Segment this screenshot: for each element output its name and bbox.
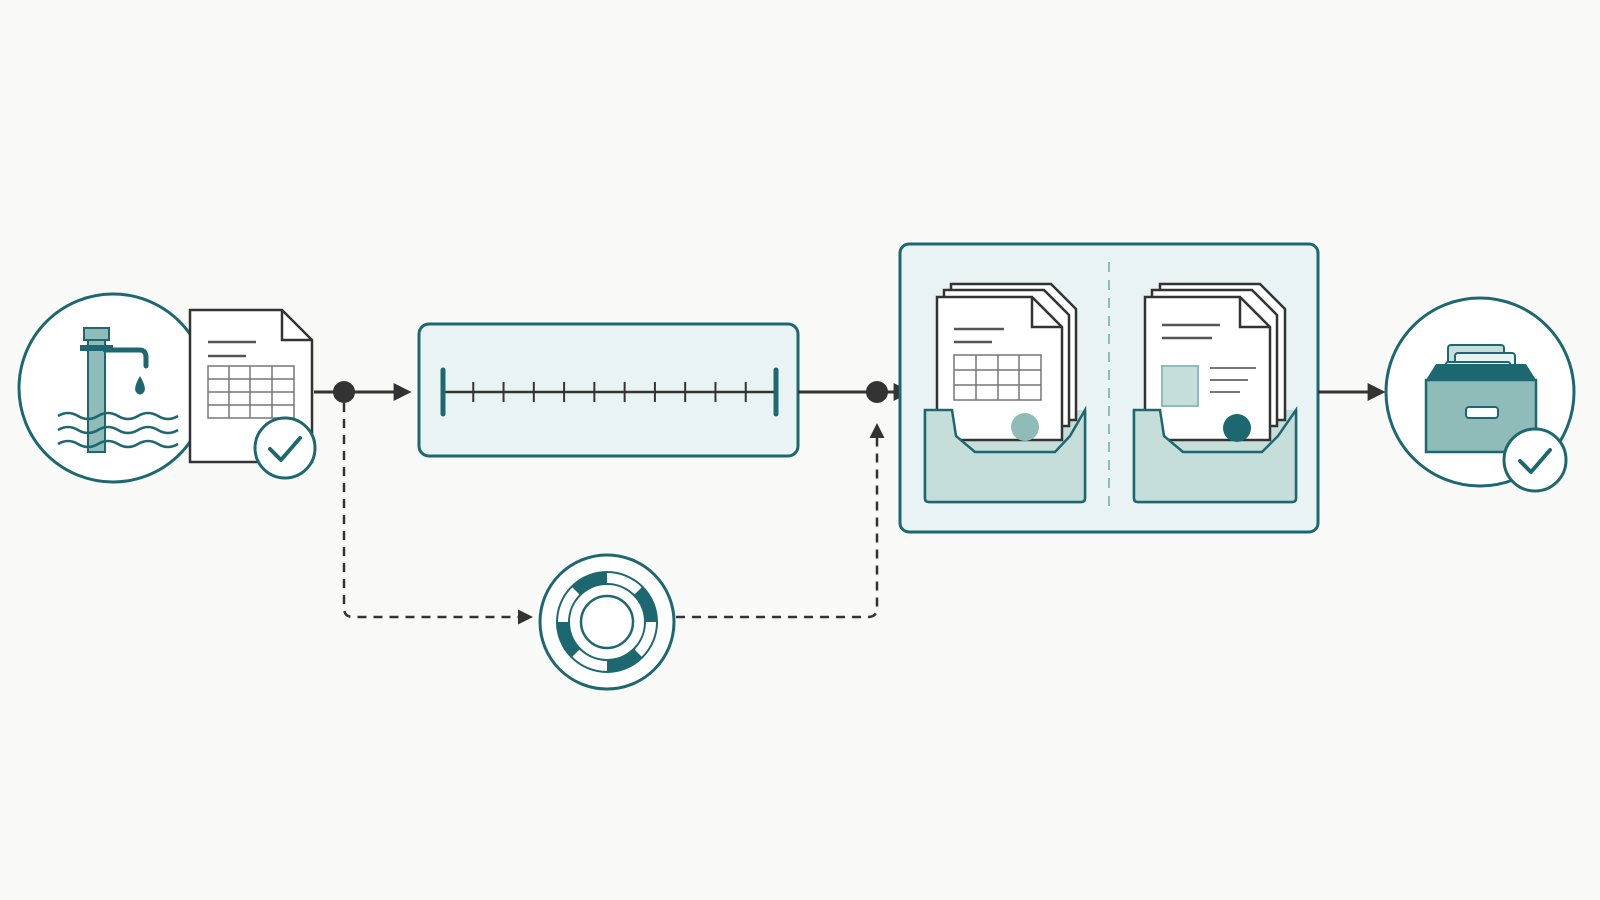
main-connector-1 [314, 381, 412, 403]
merge-junction-dot [866, 381, 888, 403]
archive-verified-check-icon [1502, 427, 1568, 493]
output-node [898, 242, 1320, 534]
spreadsheet-grid [207, 365, 295, 419]
report-documents-in-folder-icon [1132, 282, 1298, 504]
timeline-box [417, 322, 800, 458]
spreadsheet-documents-in-folder-icon [923, 282, 1087, 504]
main-connector-2 [798, 381, 912, 403]
water-well-pump-icon [57, 327, 179, 453]
source-circle [17, 292, 209, 484]
source-node [17, 292, 209, 484]
timeline-ticks [472, 382, 747, 402]
fallback-path [342, 403, 885, 625]
life-buoy-icon [538, 553, 676, 691]
timeline-node [417, 322, 800, 458]
archive-node [1384, 296, 1576, 493]
archive-box-icon [1424, 344, 1538, 454]
timeline-ruler-icon [440, 367, 779, 417]
source-verified-check-icon [253, 416, 317, 480]
branch-junction-dot [333, 381, 355, 403]
